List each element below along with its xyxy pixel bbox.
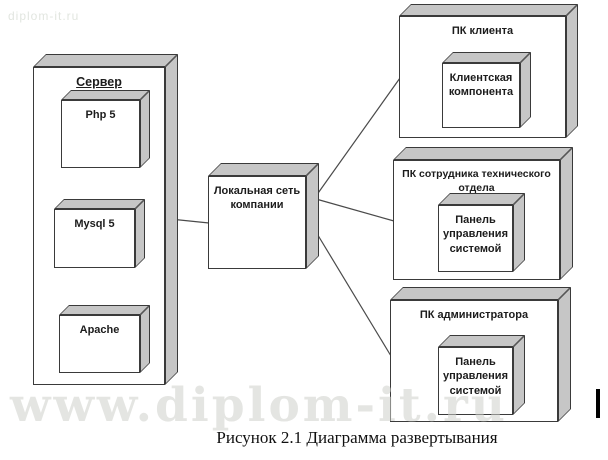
artifact-mysql-side-face bbox=[135, 199, 145, 268]
artifact-mysql-front-face: Mysql 5 bbox=[54, 209, 135, 268]
artifact-apache-top-face bbox=[59, 305, 150, 315]
link-network-techpc bbox=[315, 198, 395, 222]
node-server-title: Сервер bbox=[76, 75, 122, 89]
artifact-client-component-side-face bbox=[520, 52, 531, 128]
artifact-admin-panel-side-face bbox=[513, 335, 525, 415]
artifact-tech-panel-side-face bbox=[513, 193, 525, 272]
artifact-php-front-face: Php 5 bbox=[61, 100, 140, 168]
artifact-admin-panel-top-face bbox=[438, 335, 525, 347]
artifact-mysql-top-face bbox=[54, 199, 145, 209]
node-network-title: Локальная сеть компании bbox=[213, 185, 301, 212]
node-admin-pc-side-face bbox=[558, 287, 571, 422]
artifact-tech-panel-top-face bbox=[438, 193, 525, 205]
artifact-apache-front-face: Apache bbox=[59, 315, 140, 373]
node-server-side-face bbox=[165, 54, 178, 385]
figure-caption: Рисунок 2.1 Диаграмма развертывания bbox=[216, 428, 498, 447]
text-cursor bbox=[596, 389, 600, 418]
artifact-client-component-front-face: Клиентская компонента bbox=[442, 63, 520, 128]
link-network-clientpc bbox=[315, 77, 401, 197]
node-tech-pc-top-face bbox=[393, 147, 573, 160]
node-admin-pc-title: ПК администратора bbox=[419, 309, 529, 321]
artifact-mysql-title: Mysql 5 bbox=[74, 218, 115, 230]
node-server-top-face bbox=[33, 54, 178, 67]
artifact-client-component-title: Клиентская компонента bbox=[448, 72, 514, 99]
artifact-admin-panel-front-face: Панель управления системой bbox=[438, 347, 513, 415]
artifact-client-component-top-face bbox=[442, 52, 531, 63]
node-tech-pc-side-face bbox=[560, 147, 573, 280]
node-client-pc-top-face bbox=[399, 4, 578, 16]
node-client-pc-title: ПК клиента bbox=[451, 25, 514, 37]
link-network-adminpc bbox=[315, 231, 392, 357]
artifact-php-top-face bbox=[61, 90, 150, 100]
artifact-php-side-face bbox=[140, 90, 150, 168]
artifact-php-title: Php 5 bbox=[85, 109, 116, 121]
node-tech-pc-title: ПК сотрудника технического отдела bbox=[402, 168, 551, 194]
node-network-top-face bbox=[208, 163, 319, 176]
artifact-tech-panel-title: Панель управления системой bbox=[442, 214, 508, 255]
node-admin-pc-top-face bbox=[390, 287, 571, 300]
node-network-front-face: Локальная сеть компании bbox=[208, 176, 306, 269]
artifact-apache-side-face bbox=[140, 305, 150, 373]
artifact-tech-panel-front-face: Панель управления системой bbox=[438, 205, 513, 272]
node-network-side-face bbox=[306, 163, 319, 269]
artifact-apache-title: Apache bbox=[79, 324, 120, 336]
artifact-admin-panel-title: Панель управления системой bbox=[442, 356, 508, 397]
node-client-pc-side-face bbox=[566, 4, 578, 138]
